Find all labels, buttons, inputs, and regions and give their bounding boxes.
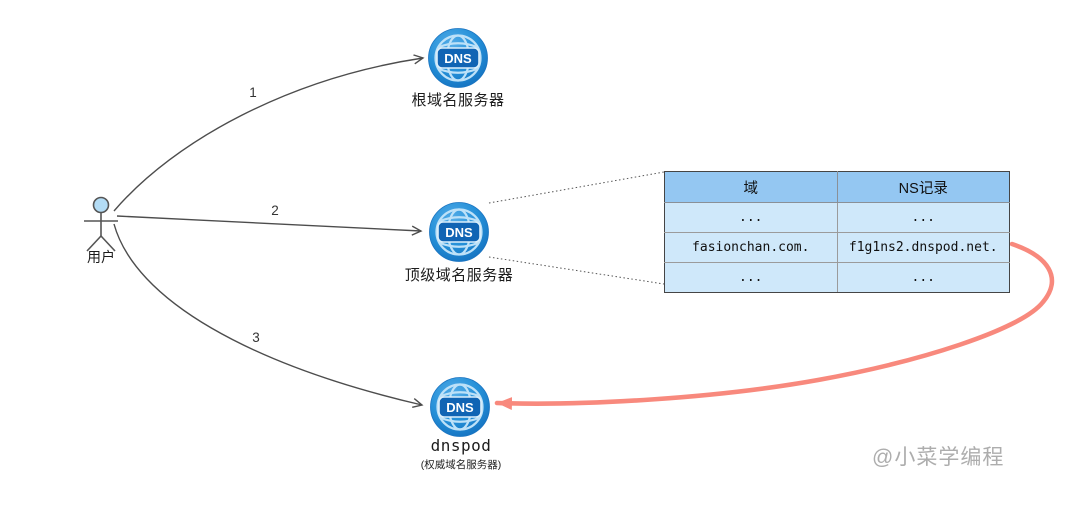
step-1-label: 1 bbox=[249, 85, 257, 100]
user-label: 用户 bbox=[87, 249, 115, 265]
table-row: ... ... bbox=[664, 262, 1010, 293]
ns-referral-arrow bbox=[494, 241, 1055, 411]
ns-record-cell: ... bbox=[836, 262, 1010, 293]
arrow-step-3 bbox=[113, 223, 422, 405]
step-2-label: 2 bbox=[271, 203, 279, 218]
tld-server-label: 顶级域名服务器 bbox=[404, 267, 514, 284]
arrow-step-1 bbox=[113, 58, 423, 212]
auth-server-label: dnspod bbox=[430, 436, 492, 455]
root-dns-server-icon: DNS bbox=[428, 28, 488, 88]
tld-dns-server-icon: DNS bbox=[429, 202, 489, 262]
table-row: fasionchan.com. f1g1ns2.dnspod.net. bbox=[664, 232, 1010, 263]
watermark: @小菜学编程 bbox=[872, 446, 1005, 469]
dns-icon-text: DNS bbox=[446, 400, 474, 415]
auth-server-sublabel: (权威域名服务器) bbox=[420, 459, 502, 471]
ns-record-cell: ... bbox=[836, 202, 1010, 233]
user-head bbox=[92, 196, 110, 214]
dns-icon-text: DNS bbox=[444, 51, 472, 66]
domain-cell: ... bbox=[664, 202, 838, 233]
table-row: ... ... bbox=[664, 202, 1010, 233]
root-server-label: 根域名服务器 bbox=[411, 92, 505, 109]
step-3-label: 3 bbox=[252, 330, 260, 345]
table-header-row: 域 NS记录 bbox=[664, 171, 1010, 203]
user-figure bbox=[84, 196, 118, 252]
arrow-step-2 bbox=[116, 215, 421, 231]
callout-line-top bbox=[488, 171, 665, 204]
authoritative-dns-server-icon: DNS bbox=[430, 377, 490, 437]
ns-records-table: 域 NS记录 ... ... fasionchan.com. f1g1ns2.d… bbox=[664, 171, 1010, 293]
table-header-ns-record: NS记录 bbox=[836, 171, 1010, 203]
domain-cell: fasionchan.com. bbox=[664, 232, 838, 263]
callout-line-bottom bbox=[488, 256, 665, 285]
dns-icon-text: DNS bbox=[445, 225, 473, 240]
table-header-domain: 域 bbox=[664, 171, 838, 203]
domain-cell: ... bbox=[664, 262, 838, 293]
ns-record-cell: f1g1ns2.dnspod.net. bbox=[836, 232, 1010, 263]
